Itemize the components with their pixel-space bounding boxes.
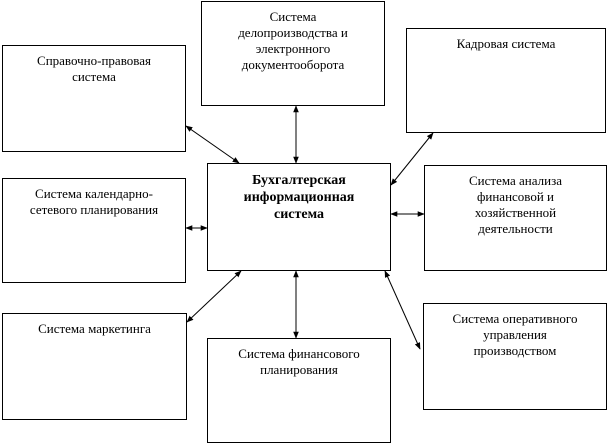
node-operational-management-system: Система оперативного управления производ…	[423, 303, 607, 410]
node-hr-system: Кадровая система	[406, 28, 606, 133]
node-financial-planning-system: Система финансового планирования	[207, 338, 391, 443]
connector-hr	[390, 132, 434, 186]
node-marketing-system: Система маркетинга	[2, 313, 187, 420]
node-legal-reference-system: Справочно-правовая система	[2, 45, 186, 152]
connector-ops	[384, 270, 421, 350]
connector-marketing	[186, 270, 242, 323]
node-financial-analysis-system: Система анализа финансовой и хозяйственн…	[424, 165, 607, 271]
node-calendar-planning-system: Система календарно- сетевого планировани…	[2, 178, 186, 283]
connector-legal	[185, 125, 240, 164]
node-accounting-information-system: Бухгалтерская информационная система	[207, 163, 391, 271]
node-docflow-system: Система делопроизводства и электронного …	[201, 1, 385, 106]
